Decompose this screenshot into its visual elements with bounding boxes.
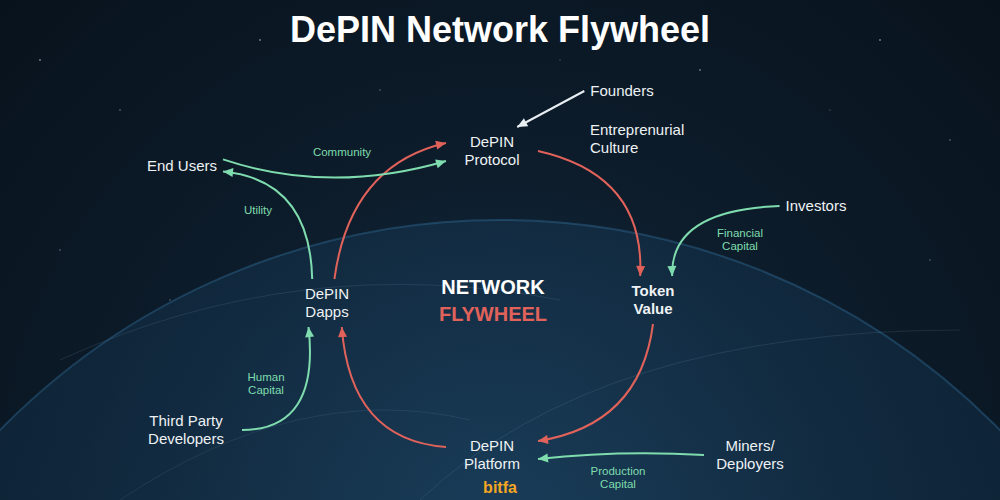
node-text: Miners/ Deployers [710, 437, 790, 473]
flow-connector [223, 168, 312, 279]
node-text: Investors [786, 197, 847, 215]
center-heading: FLYWHEEL [439, 302, 547, 326]
flow-connector [517, 91, 584, 127]
node-text: Token Value [623, 282, 683, 318]
flow-connector [338, 327, 446, 447]
flow-connector [538, 151, 645, 276]
node-text: DePIN Protocol [452, 133, 532, 169]
arrow-head [667, 266, 676, 276]
flywheel-node: Investors [784, 195, 849, 217]
watermark: bitfa [483, 479, 517, 497]
arrow-head [636, 266, 645, 276]
diagram-title: DePIN Network Flywheel [0, 8, 1000, 52]
flywheel-node: DePIN Protocol [450, 131, 534, 171]
connector-line [538, 324, 653, 441]
flywheel-node: DePIN Platform [450, 435, 534, 475]
flywheel-node: Miners/ Deployers [708, 435, 792, 475]
arrow-head [305, 327, 314, 337]
connector-line [672, 206, 779, 276]
connector-line [342, 327, 446, 447]
earth-globe [0, 220, 1000, 500]
edge-label: Community [313, 146, 371, 159]
flow-connector [538, 324, 653, 444]
flow-connector [334, 141, 446, 279]
connector-line [223, 172, 312, 280]
edge-label: Utility [244, 204, 272, 217]
center-heading: NETWORK [441, 275, 544, 299]
connector-line [517, 91, 584, 127]
arrow-head [223, 168, 233, 177]
node-text: Founders [590, 82, 653, 100]
node-text: End Users [147, 157, 217, 175]
light-streak [120, 410, 470, 500]
connector-line [538, 151, 640, 276]
stars [39, 39, 951, 301]
flywheel-node: Founders [588, 80, 655, 102]
arrow-head [538, 453, 548, 462]
flywheel-node: Third Party Developers [134, 410, 238, 450]
flow-connector [538, 453, 704, 462]
light-streak [420, 330, 960, 500]
flywheel-node: DePIN Dapps [290, 283, 364, 323]
flow-connector [667, 206, 779, 276]
arrow-head [517, 118, 528, 127]
connector-line [223, 159, 446, 177]
flywheel-node: Token Value [621, 280, 685, 320]
flow-connector [223, 159, 446, 177]
node-text: Third Party Developers [136, 412, 236, 448]
arrow-head [338, 327, 347, 337]
culture-note: Entreprenurial Culture [590, 121, 710, 157]
node-text: DePIN Platform [452, 437, 532, 473]
arrow-head [435, 159, 446, 168]
edge-label: Production Capital [578, 465, 658, 491]
edge-label: Financial Capital [705, 227, 775, 253]
arrow-head [435, 141, 446, 150]
arrow-head [538, 435, 549, 444]
node-text: DePIN Dapps [292, 285, 362, 321]
flywheel-node: End Users [145, 155, 219, 177]
edge-label: Human Capital [236, 371, 296, 397]
connector-line [538, 453, 704, 459]
connector-line [334, 143, 446, 279]
